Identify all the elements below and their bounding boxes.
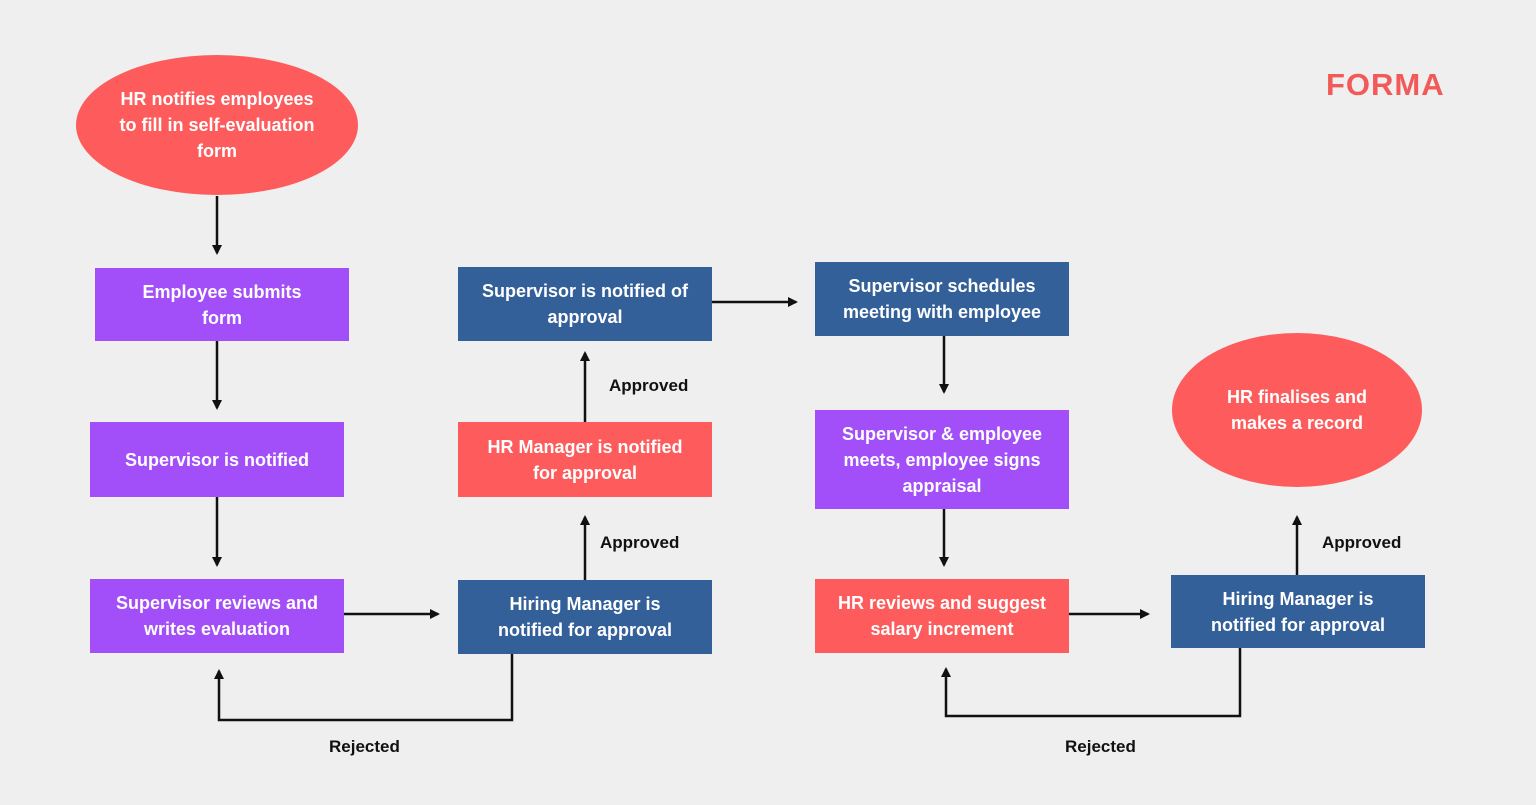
hr-manager-node: HR Manager is notified for approval [458,422,712,497]
forma-logo: FORMA [1326,67,1445,102]
rejected-label-1: Rejected [329,737,400,756]
approved-label-1: Approved [609,376,689,395]
supervisor-notified-node: Supervisor is notified [90,422,344,497]
hiring-manager-node-2: Hiring Manager is notified for approval [1171,575,1425,648]
rejected-label-2: Rejected [1065,737,1136,756]
hr-reviews-node: HR reviews and suggest salary increment [815,579,1069,653]
approved-label-2: Approved [600,533,680,552]
hiring-manager-node-1: Hiring Manager is notified for approval [458,580,712,654]
employee-submits-node: Employee submits form [95,268,349,341]
rejected-path-2 [941,648,1242,718]
supervisor-employee-meets-node: Supervisor & employee meets, employee si… [815,410,1069,509]
supervisor-schedules-node: Supervisor schedules meeting with employ… [815,262,1069,336]
hr-notifies-node: HR notifies employees to fill in self-ev… [76,55,358,195]
supervisor-notified-approval-node: Supervisor is notified of approval [458,267,712,341]
hr-finalises-node: HR finalises and makes a record [1172,333,1422,487]
supervisor-reviews-node: Supervisor reviews and writes evaluation [90,579,344,653]
rejected-path-1 [214,654,514,722]
svg-text:FORMA: FORMA [1326,67,1445,102]
approved-label-3: Approved [1322,533,1402,552]
